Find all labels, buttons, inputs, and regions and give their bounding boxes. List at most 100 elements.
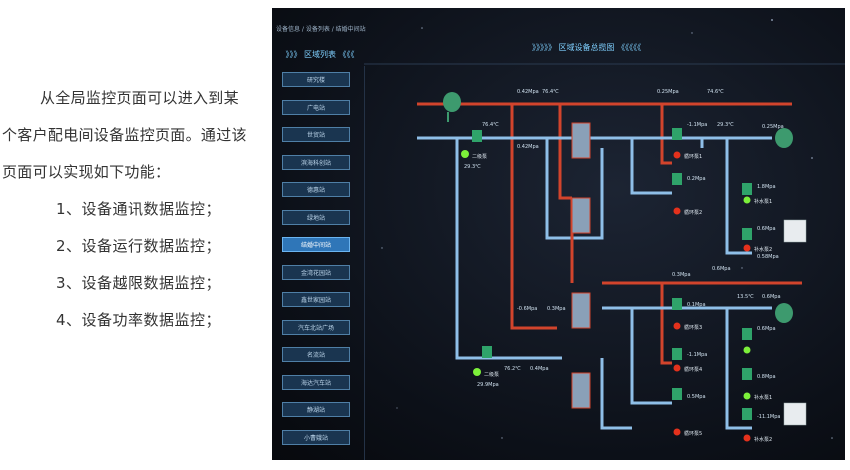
reading: -11.1Mpa <box>757 414 781 420</box>
reading: 76.4℃ <box>542 89 559 95</box>
sidebar-item[interactable]: 静湖站 <box>282 402 350 417</box>
reading: 0.8Mpa <box>757 374 776 380</box>
reading: 0.6Mpa <box>762 294 781 300</box>
status-dot-green <box>743 392 751 400</box>
pump-icon <box>472 130 482 142</box>
makeup-label-3: 补水泵1 <box>754 394 772 401</box>
reading: 0.25Mpa <box>762 124 784 130</box>
makeup-label-4: 补水泵2 <box>754 436 772 443</box>
status-dot-red <box>673 151 681 159</box>
reading: 0.3Mpa <box>672 272 691 278</box>
sidebar-item[interactable]: 广电站 <box>282 99 350 115</box>
pump-icon <box>672 348 682 360</box>
upper-cold-pipes <box>417 136 772 255</box>
reading: 13.5℃ <box>737 294 754 300</box>
pump-icon <box>742 328 752 340</box>
reading: -0.6Mpa <box>517 306 537 312</box>
sidebar-item[interactable]: 结婚中间站 <box>282 237 350 252</box>
status-dot-red <box>673 207 681 215</box>
water-box-upper <box>783 219 807 243</box>
heat-exchanger-2 <box>571 197 591 234</box>
reading: 0.4Mpa <box>530 366 549 372</box>
sidebar-item[interactable]: 绿地站 <box>282 209 350 225</box>
status-dot-red <box>673 428 681 436</box>
sidebar-item[interactable]: 名流站 <box>282 347 350 362</box>
tank-left <box>443 92 461 122</box>
sidebar-item[interactable]: 滨海科创站 <box>282 154 350 170</box>
reading: 1.8Mpa <box>757 184 776 190</box>
intro-paragraph: 从全局监控页面可以进入到某个客户配电间设备监控页面。通过该页面可以实现如下功能： <box>2 89 247 181</box>
pump-icon <box>672 128 682 140</box>
function-item-4: 4、设备功率数据监控； <box>56 311 222 329</box>
sidebar-item[interactable]: 金湾花园站 <box>282 264 350 280</box>
lower-hot-pipes <box>510 198 802 365</box>
reading: 29.3℃ <box>464 164 481 170</box>
document-text: 从全局监控页面可以进入到某个客户配电间设备监控页面。通过该页面可以实现如下功能：… <box>2 80 247 339</box>
status-dot-red <box>743 434 751 442</box>
breadcrumb: 设备信息 / 设备列表 / 结婚中间站 <box>276 26 366 33</box>
pump-label-2: 循环泵2 <box>684 209 702 216</box>
reading: 74.6℃ <box>707 89 724 95</box>
function-item-2: 2、设备运行数据监控； <box>56 237 222 255</box>
sidebar-item[interactable]: 世贸站 <box>282 127 350 142</box>
reading: 0.1Mpa <box>687 302 706 308</box>
monitor-screenshot: 设备信息 / 设备列表 / 结婚中间站 》》》 区域列表 《《《 研究楼广电站世… <box>272 8 845 460</box>
area-sidebar: 研究楼广电站世贸站滨海科创站德惠站绿地站结婚中间站金湾花园站鑫世家园站汽车北站广… <box>272 66 365 460</box>
heat-exchanger-3 <box>571 292 591 329</box>
reading: 0.2Mpa <box>687 176 706 182</box>
status-dot-green <box>461 150 469 158</box>
pump-icon <box>742 183 752 195</box>
reading: -1.1Mpa <box>687 122 707 128</box>
pump-label-1: 循环泵1 <box>684 153 702 160</box>
reading: 29.9Mpa <box>477 382 499 388</box>
sidebar-item[interactable]: 研究楼 <box>282 72 350 87</box>
reading: -1.1Mpa <box>687 352 707 358</box>
sidebar-item[interactable]: 鑫世家园站 <box>282 292 350 307</box>
sidebar-item[interactable]: 汽车北站广场 <box>282 319 350 335</box>
lower-cold-pipes <box>455 138 772 430</box>
reading: 0.25Mpa <box>657 89 679 95</box>
reading: 0.3Mpa <box>547 306 566 312</box>
heat-exchanger-4 <box>571 372 591 409</box>
sensor-readings: 0.42Mpa 76.4℃ 0.25Mpa 74.6℃ 76.4℃ 0.42Mp… <box>464 89 784 420</box>
sidebar-item[interactable]: 德惠站 <box>282 182 350 197</box>
reading: 0.6Mpa <box>712 266 731 272</box>
status-dot-red <box>743 244 751 252</box>
status-dot-red <box>673 364 681 372</box>
equipment-diagram: 二级泵 二级泵 循环泵1 循环泵2 循环泵3 循环泵4 循环泵5 补水泵1 补水… <box>364 19 845 443</box>
pump-label-4: 循环泵4 <box>684 366 702 373</box>
reading: 76.4℃ <box>482 122 499 128</box>
diagram-title: 》》》》》 区域设备总揽图 《《《《《 <box>532 43 642 52</box>
reading: 29.3℃ <box>717 122 734 128</box>
pump-icon <box>482 346 492 358</box>
sidebar-item[interactable]: 海达汽车站 <box>282 374 350 390</box>
tank-right-upper <box>775 128 793 148</box>
pump-label-3: 循环泵3 <box>684 324 702 331</box>
pump-icon <box>672 173 682 185</box>
status-dot-red <box>673 322 681 330</box>
pump-icon <box>672 298 682 310</box>
star-background <box>381 19 833 439</box>
water-box-lower <box>783 402 807 426</box>
upper-hot-pipes <box>417 102 792 223</box>
heat-exchanger-1 <box>571 122 591 159</box>
status-dot-green <box>743 196 751 204</box>
makeup-label-1: 补水泵1 <box>754 198 772 205</box>
pump-icon <box>742 408 752 420</box>
sidebar-item[interactable]: 小曹娥站 <box>282 429 350 445</box>
function-item-3: 3、设备越限数据监控； <box>56 274 222 292</box>
room-label-2: 二级泵 <box>484 371 499 378</box>
reading: 0.5Mpa <box>687 394 706 400</box>
pump-icon <box>742 368 752 380</box>
pump-icon <box>672 388 682 400</box>
tank-right-lower <box>775 303 793 323</box>
pump-icon <box>742 228 752 240</box>
pump-group <box>472 128 752 420</box>
reading: 0.6Mpa <box>757 326 776 332</box>
status-dot-green <box>743 346 751 354</box>
makeup-label-2: 补水泵2 <box>754 246 772 253</box>
function-item-1: 1、设备通讯数据监控； <box>56 200 222 218</box>
reading: 0.42Mpa <box>517 144 539 150</box>
room-label-1: 二级泵 <box>472 153 487 160</box>
reading: 76.2℃ <box>504 366 521 372</box>
